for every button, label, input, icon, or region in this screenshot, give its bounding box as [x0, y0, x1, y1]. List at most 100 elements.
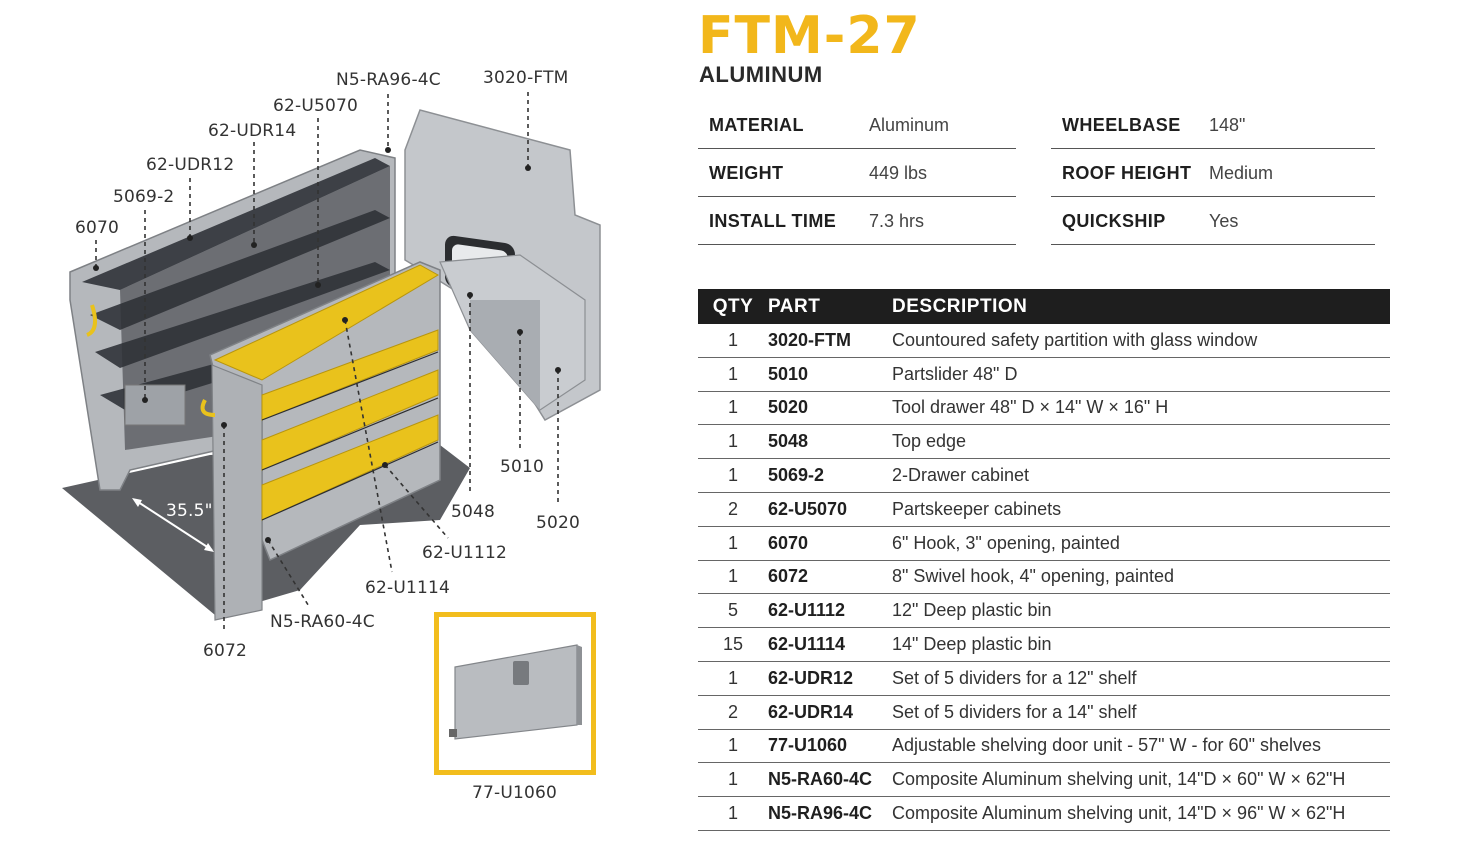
cell-description: 2-Drawer cabinet — [892, 458, 1390, 493]
cell-qty: 1 — [698, 424, 768, 460]
spec-row-weight: WEIGHT 449 lbs — [698, 150, 1016, 197]
cell-part: 62-UDR14 — [768, 695, 892, 730]
cell-qty: 1 — [698, 796, 768, 831]
cell-part: 62-U1112 — [768, 593, 892, 629]
cell-description: Partslider 48" D — [892, 357, 1390, 392]
cell-description: Set of 5 dividers for a 12" shelf — [892, 661, 1390, 696]
spec-label: WHEELBASE — [1062, 114, 1181, 135]
cell-qty: 1 — [698, 458, 768, 493]
cell-qty: 1 — [698, 560, 768, 595]
cell-description: Countoured safety partition with glass w… — [892, 324, 1390, 358]
product-subtitle: ALUMINUM — [699, 62, 823, 87]
cell-part: 62-U1114 — [768, 627, 892, 662]
cell-part: 3020-FTM — [768, 324, 892, 358]
callout-n5-ra96-4c: N5-RA96-4C — [336, 70, 441, 90]
cell-description: Top edge — [892, 424, 1390, 460]
cell-part: 77-U1060 — [768, 729, 892, 764]
cell-description: Composite Aluminum shelving unit, 14"D ×… — [892, 796, 1390, 831]
cell-qty: 2 — [698, 695, 768, 730]
hook-6072 — [200, 399, 216, 417]
cell-qty: 1 — [698, 729, 768, 764]
callout-3020-ftm: 3020-FTM — [483, 68, 569, 88]
spec-row-quickship: QUICKSHIP Yes — [1051, 198, 1375, 245]
spec-label: WEIGHT — [709, 162, 784, 183]
callout-62-udr14: 62-UDR14 — [208, 121, 297, 141]
cell-qty: 1 — [698, 526, 768, 561]
dimension-label: 35.5" — [166, 501, 213, 521]
spec-label: ROOF HEIGHT — [1062, 162, 1192, 183]
header-qty: QTY — [698, 289, 768, 324]
hook-6070 — [86, 304, 98, 337]
spec-row-material: MATERIAL Aluminum — [698, 102, 1016, 149]
cell-part: 5069-2 — [768, 458, 892, 493]
cell-part: N5-RA96-4C — [768, 796, 892, 831]
header-description: DESCRIPTION — [892, 289, 1390, 324]
door-unit-render — [449, 644, 582, 740]
callout-62-u1114: 62-U1114 — [365, 578, 451, 598]
callout-5069-2: 5069-2 — [113, 187, 175, 207]
spec-value: 449 lbs — [869, 162, 928, 183]
spec-row-install-time: INSTALL TIME 7.3 hrs — [698, 198, 1016, 245]
spec-value: Aluminum — [869, 114, 950, 135]
table-header-row: QTY PART DESCRIPTION — [698, 289, 1390, 324]
cell-description: 14" Deep plastic bin — [892, 627, 1390, 662]
callout-5020: 5020 — [536, 513, 581, 533]
product-illustration: N5-RA96-4C 3020-FTM 62-U5070 62-UDR14 62… — [0, 0, 690, 858]
spec-label: INSTALL TIME — [709, 210, 837, 231]
cell-part: 5010 — [768, 357, 892, 392]
spec-value: Medium — [1209, 162, 1274, 183]
cell-qty: 1 — [698, 762, 768, 798]
cell-qty: 1 — [698, 661, 768, 696]
spec-label: QUICKSHIP — [1062, 210, 1166, 231]
cell-description: Composite Aluminum shelving unit, 14"D ×… — [892, 762, 1390, 798]
cell-part: 5048 — [768, 424, 892, 460]
callout-62-u1112: 62-U1112 — [422, 543, 508, 563]
cell-description: Partskeeper cabinets — [892, 492, 1390, 527]
spec-value: Yes — [1209, 210, 1239, 231]
dimension-arrow — [134, 499, 213, 551]
inset-label: 77-U1060 — [472, 783, 558, 803]
header-part: PART — [768, 289, 892, 324]
plastic-bins — [213, 264, 440, 521]
callout-62-udr12: 62-UDR12 — [146, 155, 235, 175]
callout-6072: 6072 — [203, 641, 248, 661]
callout-5048: 5048 — [451, 502, 496, 522]
shelving-render — [62, 92, 601, 633]
cell-description: Set of 5 dividers for a 14" shelf — [892, 695, 1390, 730]
cell-description: Adjustable shelving door unit - 57" W - … — [892, 729, 1390, 764]
cell-qty: 15 — [698, 627, 768, 662]
cell-description: 6" Hook, 3" opening, painted — [892, 526, 1390, 561]
cell-description: 8" Swivel hook, 4" opening, painted — [892, 560, 1390, 595]
callout-62-u5070: 62-U5070 — [273, 96, 359, 116]
callout-5010: 5010 — [500, 457, 545, 477]
door-latch — [513, 661, 529, 685]
cell-part: 62-U5070 — [768, 492, 892, 527]
spec-label: MATERIAL — [709, 114, 804, 135]
cell-part: 6070 — [768, 526, 892, 561]
cell-part: 5020 — [768, 391, 892, 426]
cell-part: 6072 — [768, 560, 892, 595]
callout-6070: 6070 — [75, 218, 120, 238]
product-title: FTM-27 — [698, 6, 921, 66]
spec-value: 148" — [1209, 114, 1246, 135]
cell-part: 62-UDR12 — [768, 661, 892, 696]
callout-n5-ra60-4c: N5-RA60-4C — [270, 612, 375, 632]
cell-qty: 1 — [698, 324, 768, 358]
spec-row-wheelbase: WHEELBASE 148" — [1051, 102, 1375, 149]
spec-value: 7.3 hrs — [869, 210, 925, 231]
